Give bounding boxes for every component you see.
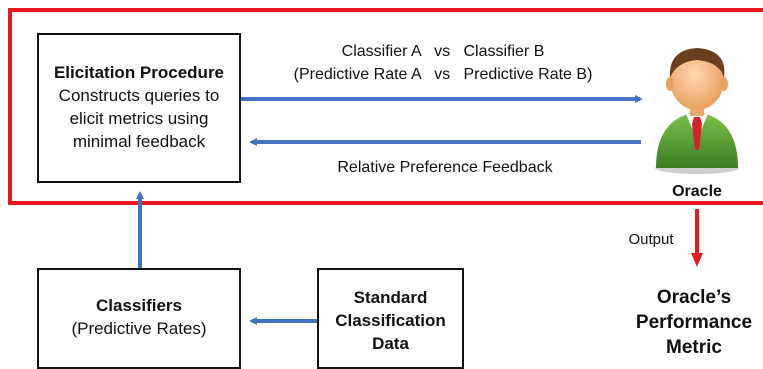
oracle-performance-metric: Oracle’s Performance Metric <box>625 285 763 360</box>
classifiers-box: Classifiers (Predictive Rates) <box>37 268 241 369</box>
standard-data-line-3: Data <box>372 334 409 353</box>
elicitation-procedure-box: Elicitation Procedure Constructs queries… <box>37 33 241 183</box>
query-label-line-2: (Predictive Rate A vs Predictive Rate B) <box>293 66 593 83</box>
oracle-label: Oracle <box>672 183 722 200</box>
metric-line-2: Performance <box>635 312 753 333</box>
query-label-line-1: Classifier A vs Classifier B <box>341 43 545 60</box>
oracle-person-icon <box>655 48 739 174</box>
standard-data-line-1: Standard <box>353 288 428 307</box>
standard-data-line-2: Classification <box>335 311 446 330</box>
oracle-interaction-frame <box>8 8 763 205</box>
metric-line-3: Metric <box>666 337 722 358</box>
metric-line-1: Oracle’s <box>656 287 732 308</box>
elicitation-desc-line-2: elicit metrics using <box>69 109 209 128</box>
elicitation-title: Elicitation Procedure <box>53 63 225 82</box>
classifiers-title: Classifiers <box>96 296 182 315</box>
elicitation-desc-line-1: Constructs queries to <box>58 86 220 105</box>
feedback-label: Relative Preference Feedback <box>337 159 553 176</box>
classifiers-desc: (Predictive Rates) <box>71 319 207 338</box>
elicitation-desc-line-3: minimal feedback <box>72 132 206 151</box>
standard-data-box: Standard Classification Data <box>317 268 464 369</box>
output-label: Output <box>628 231 674 248</box>
